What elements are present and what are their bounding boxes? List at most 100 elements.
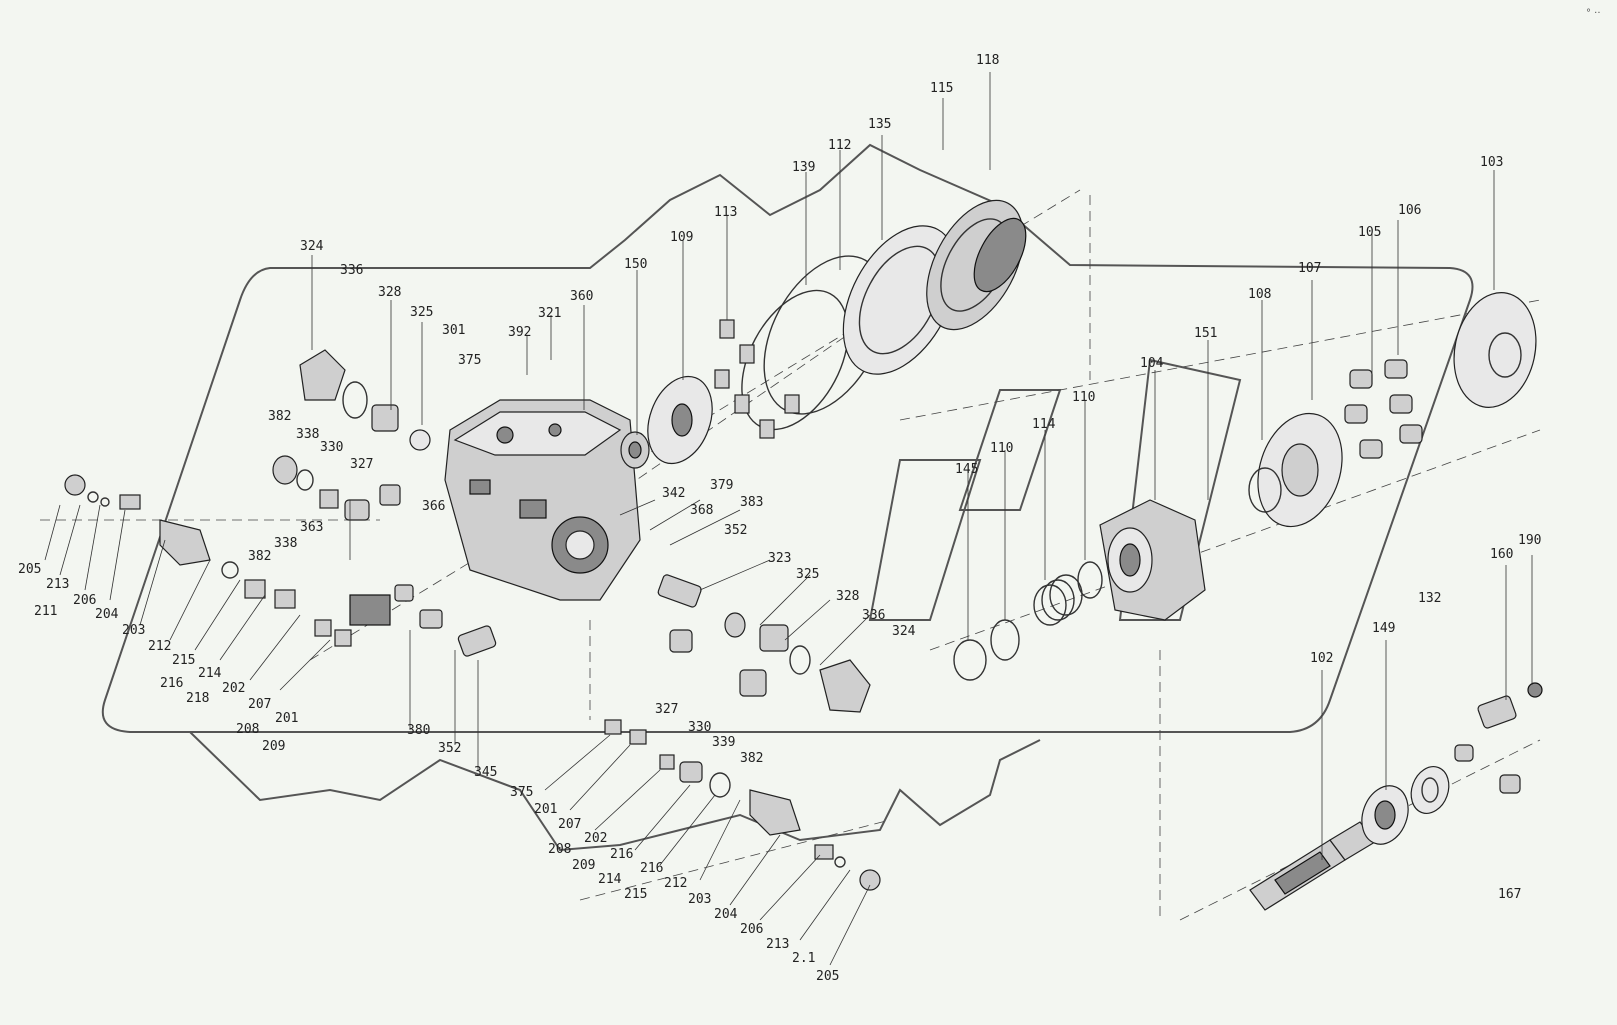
check-valve-lower: [604, 719, 881, 891]
part-label-203-a: 203: [122, 623, 145, 638]
part-label-139: 139: [792, 160, 815, 175]
part-label-205-a: 205: [18, 562, 41, 577]
part-160: [1477, 695, 1517, 729]
part-label-206-b: 206: [740, 922, 763, 937]
part-label-207-b: 207: [558, 817, 581, 832]
part-label-330-b: 330: [688, 720, 711, 735]
seal-ring-group: [741, 199, 1027, 431]
part-label-327-b: 327: [655, 702, 678, 717]
spring-set-113: [714, 319, 800, 439]
part-label-107: 107: [1298, 261, 1321, 276]
corner-mark: ° ··: [1586, 8, 1601, 19]
part-label-105: 105: [1358, 225, 1381, 240]
part-label-201-b: 201: [534, 802, 557, 817]
part-label-392: 392: [508, 325, 531, 340]
part-label-325-b: 325: [796, 567, 819, 582]
part-label-328-b: 328: [836, 589, 859, 604]
spring-114: [1033, 574, 1083, 626]
part-label-103: 103: [1480, 155, 1503, 170]
part-label-209-b: 209: [572, 858, 595, 873]
part-label-132: 132: [1418, 591, 1441, 606]
part-label-151: 151: [1194, 326, 1217, 341]
plug-345: [457, 625, 497, 657]
part-label-336-b: 336: [862, 608, 885, 623]
part-label-352-a: 352: [724, 523, 747, 538]
part-label-190: 190: [1518, 533, 1541, 548]
part-label-339: 339: [712, 735, 735, 750]
part-label-204-b: 204: [714, 907, 738, 922]
part-labels: 118 115 135 112 139 103 106 105 107 108 …: [18, 53, 1541, 984]
bearing-149: [1361, 785, 1409, 845]
part-label-201-a: 201: [275, 711, 298, 726]
part-label-363: 363: [300, 520, 323, 535]
part-label-327-a: 327: [350, 457, 373, 472]
part-label-150: 150: [624, 257, 647, 272]
relief-valve-left: [272, 349, 431, 521]
part-label-114: 114: [1032, 417, 1056, 432]
part-label-323: 323: [768, 551, 791, 566]
part-label-149: 149: [1372, 621, 1395, 636]
piston-set-105-106: [1344, 359, 1423, 459]
part-label-202-a: 202: [222, 681, 245, 696]
part-label-109: 109: [670, 230, 693, 245]
part-label-113: 113: [714, 205, 737, 220]
part-label-211-b: 2.1: [792, 951, 815, 966]
part-label-206-a: 206: [73, 593, 96, 608]
part-label-204-a: 204: [95, 607, 119, 622]
part-label-115: 115: [930, 81, 953, 96]
part-label-342: 342: [662, 486, 685, 501]
part-label-360: 360: [570, 289, 593, 304]
part-label-216-c: 216: [640, 861, 663, 876]
part-label-145: 145: [955, 462, 978, 477]
main-housing-301: [444, 399, 641, 601]
leader-lines: [44, 72, 1533, 966]
part-label-366: 366: [422, 499, 445, 514]
part-label-382-b: 382: [248, 549, 271, 564]
part-label-108: 108: [1248, 287, 1271, 302]
plate-109: [647, 375, 713, 465]
part-label-213-b: 213: [766, 937, 789, 952]
part-label-208-a: 208: [236, 722, 259, 737]
part-167: [1454, 744, 1521, 794]
cylinder-block-104: [1099, 499, 1206, 621]
part-label-352-b: 352: [438, 741, 461, 756]
part-label-102: 102: [1310, 651, 1333, 666]
part-label-321: 321: [538, 306, 561, 321]
part-label-338-a: 338: [296, 427, 319, 442]
part-label-375-a: 375: [458, 353, 481, 368]
part-label-205-b: 205: [816, 969, 839, 984]
part-190: [1527, 682, 1543, 698]
part-label-375-b: 375: [510, 785, 533, 800]
part-label-160: 160: [1490, 547, 1513, 562]
part-label-118: 118: [976, 53, 999, 68]
part-label-214-b: 214: [598, 872, 622, 887]
part-label-382-a: 382: [268, 409, 291, 424]
part-label-104: 104: [1140, 356, 1164, 371]
part-label-216-b: 216: [610, 847, 633, 862]
part-label-110-b: 110: [990, 441, 1013, 456]
part-label-207-a: 207: [248, 697, 271, 712]
part-label-218: 218: [186, 691, 209, 706]
plug-380-352: [394, 584, 443, 629]
part-label-208-b: 208: [548, 842, 571, 857]
part-label-112: 112: [828, 138, 851, 153]
part-label-213-a: 213: [46, 577, 69, 592]
part-label-212-b: 212: [664, 876, 687, 891]
ring-110: [990, 561, 1103, 661]
part-label-135: 135: [868, 117, 891, 132]
part-label-368: 368: [690, 503, 713, 518]
part-label-212-a: 212: [148, 639, 171, 654]
part-label-379: 379: [710, 478, 733, 493]
part-label-167: 167: [1498, 887, 1521, 902]
check-valve-left: [64, 474, 391, 647]
part-label-330-a: 330: [320, 440, 343, 455]
part-label-202-b: 202: [584, 831, 607, 846]
part-label-325-a: 325: [410, 305, 433, 320]
part-label-214-a: 214: [198, 666, 222, 681]
part-label-106: 106: [1398, 203, 1421, 218]
retaining-ring-145: [953, 639, 987, 681]
part-label-324-a: 324: [300, 239, 324, 254]
relief-valve-right: [657, 574, 871, 713]
